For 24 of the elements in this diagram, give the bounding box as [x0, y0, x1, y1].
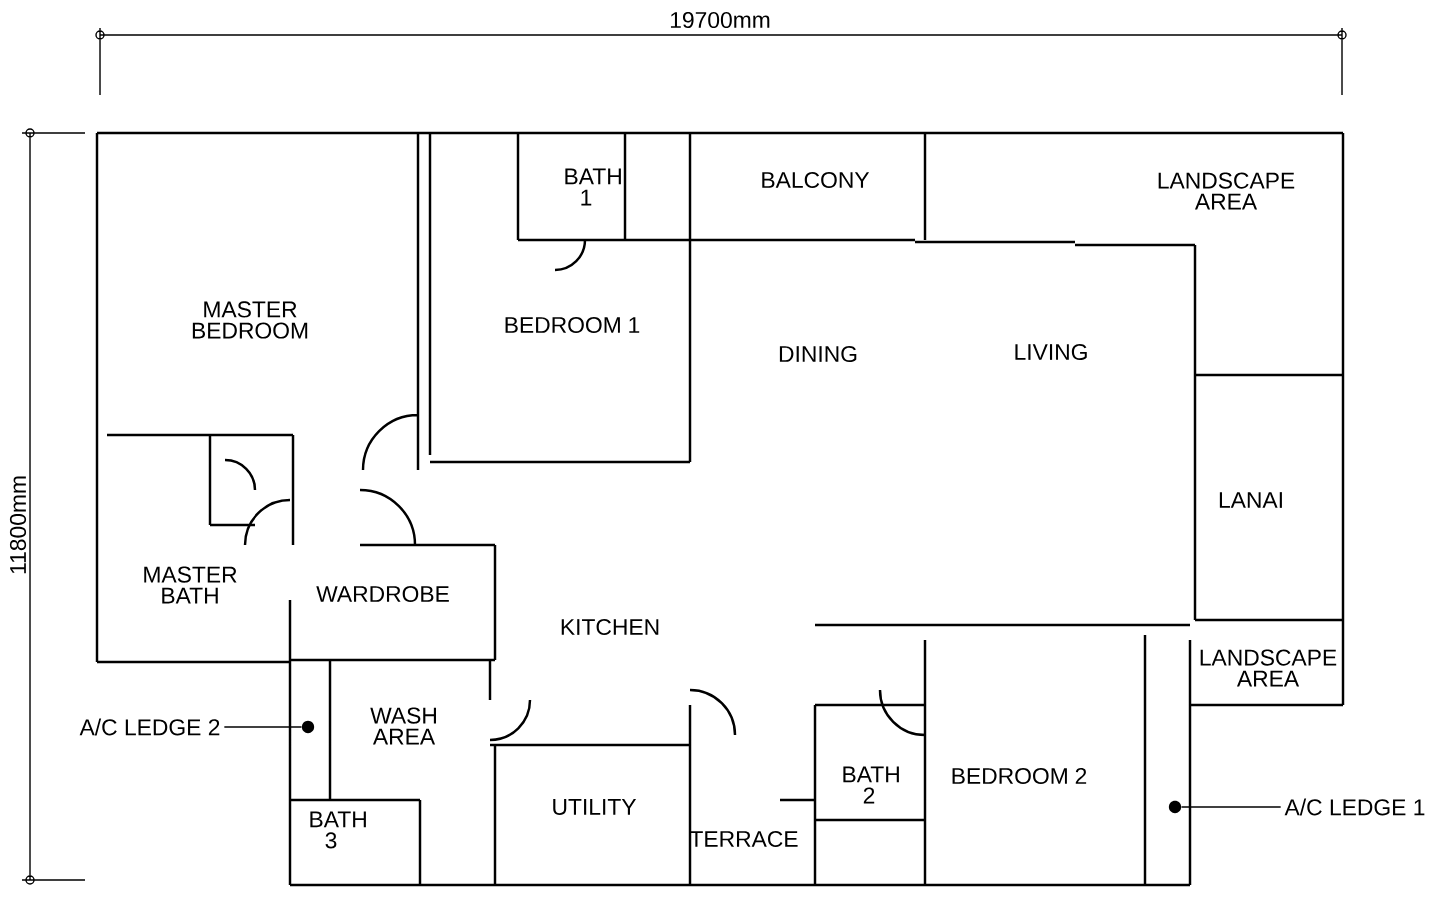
room-label: WASH AREA: [370, 707, 436, 745]
room-label: WARDROBE: [316, 585, 449, 603]
leader-line: [223, 726, 303, 728]
room-label: BEDROOM 2: [952, 767, 1087, 785]
callout-label: A/C LEDGE 1: [1284, 798, 1425, 816]
room-label: BALCONY: [762, 171, 870, 189]
room-label: LANDSCAPE AREA: [1158, 172, 1295, 210]
leader-line: [1180, 806, 1282, 808]
room-label: BEDROOM 1: [505, 316, 640, 334]
room-label: KITCHEN: [561, 618, 659, 636]
room-label: DINING: [779, 345, 857, 363]
room-label: UTILITY: [553, 799, 637, 815]
room-label: BATH 1: [565, 168, 621, 206]
room-label: LANDSCAPE AREA: [1200, 649, 1337, 687]
callout-label: A/C LEDGE 2: [79, 718, 220, 736]
room-label: LIVING: [1015, 343, 1087, 361]
room-label: TERRACE: [689, 830, 798, 848]
room-label: LANAI: [1219, 492, 1282, 508]
room-label: MASTER BEDROOM: [192, 301, 308, 339]
room-label: BATH 3: [310, 811, 366, 849]
room-label: MASTER BATH: [144, 566, 237, 604]
dimension-label: 11800mm: [9, 476, 27, 574]
room-label: BATH 2: [843, 766, 899, 804]
dimension-label: 19700mm: [670, 11, 770, 29]
